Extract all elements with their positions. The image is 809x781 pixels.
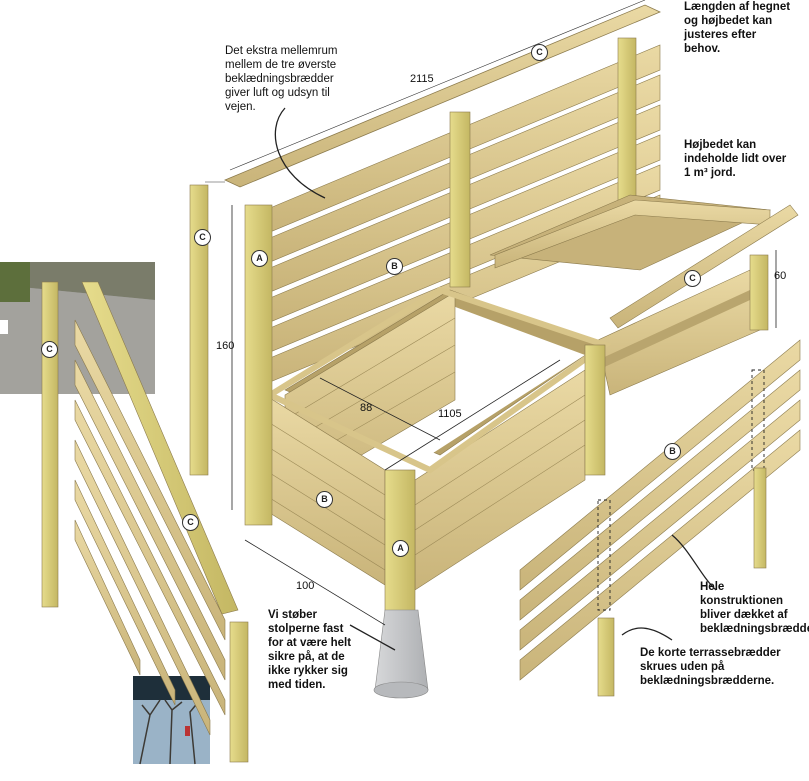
note-capacity: Højbedet kan indeholde lidt over 1 m³ jo… bbox=[684, 139, 787, 179]
note-air-gap: Det ekstra mellemrum mellem de tre øvers… bbox=[225, 45, 338, 113]
concrete-footing bbox=[373, 609, 429, 699]
badge-c-diagonal: C bbox=[182, 514, 199, 531]
dim-inner-length: 1105 bbox=[438, 408, 462, 420]
loose-post-c bbox=[189, 184, 209, 476]
note-cast-posts: Vi støber stolperne fast for at være hel… bbox=[268, 609, 352, 691]
raised-bed-front bbox=[263, 286, 612, 591]
badge-a-front-post: A bbox=[392, 540, 409, 557]
cladding-panel-right bbox=[519, 339, 801, 697]
raised-bed-rear bbox=[489, 194, 799, 396]
leader-arrows bbox=[274, 107, 717, 651]
top-rail-c bbox=[205, 0, 661, 188]
trees-photo bbox=[133, 676, 210, 765]
exploded-panel-left bbox=[41, 281, 249, 763]
dimension-lines bbox=[231, 205, 777, 626]
badge-c-bed-rail: C bbox=[684, 270, 701, 287]
dim-bed-height: 60 bbox=[774, 270, 787, 282]
dim-post-spacing: 100 bbox=[296, 580, 315, 592]
badge-a-rear-post: A bbox=[251, 250, 268, 267]
dim-inner-width: 88 bbox=[360, 402, 373, 414]
dim-height: 160 bbox=[216, 340, 235, 352]
badge-b-front-wall: B bbox=[316, 491, 333, 508]
dim-top-length: 2115 bbox=[410, 73, 434, 85]
back-posts bbox=[449, 37, 637, 288]
badge-c-top-rail: C bbox=[531, 44, 548, 61]
note-cladding: Hele konstruktionen bliver dækket af bek… bbox=[700, 581, 809, 635]
badge-c-left-post: C bbox=[41, 341, 58, 358]
badge-b-back-fence: B bbox=[386, 258, 403, 275]
note-length-adjust: Længden af hegnet og højbedet kan juster… bbox=[684, 1, 791, 55]
note-short-boards: De korte terrassebrædder skrues uden på … bbox=[640, 647, 781, 687]
badge-b-cladding: B bbox=[664, 443, 681, 460]
badge-c-loose-post: C bbox=[194, 229, 211, 246]
